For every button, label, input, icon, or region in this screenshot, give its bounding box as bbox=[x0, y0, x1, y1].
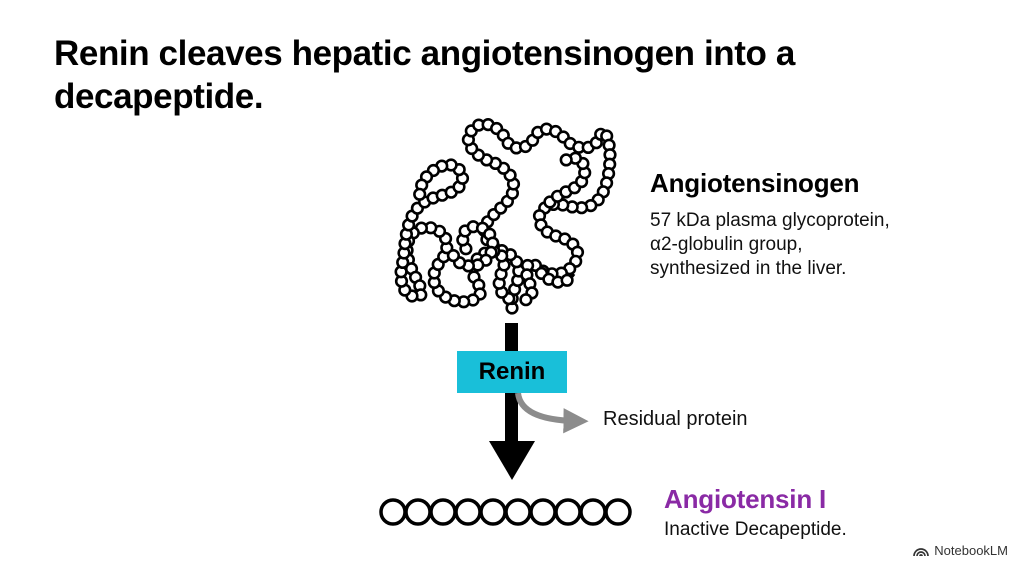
angiotensinogen-name: Angiotensinogen bbox=[650, 168, 860, 198]
notebooklm-watermark: NotebookLM bbox=[913, 543, 1008, 558]
amino-acid-residue bbox=[529, 498, 557, 526]
angiotensin-i-label-block: Angiotensin I Inactive Decapeptide. bbox=[664, 484, 964, 541]
protein-residue-bead bbox=[519, 293, 533, 307]
protein-residue-bead bbox=[413, 187, 427, 201]
amino-acid-residue bbox=[429, 498, 457, 526]
amino-acid-residue bbox=[404, 498, 432, 526]
angiotensinogen-description-line: synthesized in the liver. bbox=[650, 258, 847, 279]
amino-acid-residue bbox=[604, 498, 632, 526]
amino-acid-residue bbox=[454, 498, 482, 526]
angiotensin-i-name: Angiotensin I bbox=[664, 484, 827, 514]
protein-residue-bead bbox=[560, 273, 574, 287]
brand-label: NotebookLM bbox=[934, 543, 1008, 558]
protein-residue-bead bbox=[559, 153, 573, 167]
amino-acid-residue bbox=[579, 498, 607, 526]
renin-enzyme-label: Renin bbox=[457, 351, 567, 393]
angiotensinogen-description-line: α2-globulin group, bbox=[650, 234, 803, 255]
protein-residue-bead bbox=[446, 249, 461, 263]
residual-protein-arrow bbox=[515, 392, 589, 434]
slide-title: Renin cleaves hepatic angiotensinogen in… bbox=[54, 34, 795, 116]
amino-acid-residue bbox=[479, 498, 507, 526]
angiotensinogen-label-block: Angiotensinogen 57 kDa plasma glycoprote… bbox=[650, 168, 980, 281]
angiotensin-i-description: Inactive Decapeptide. bbox=[664, 519, 847, 540]
angiotensinogen-protein-coil bbox=[394, 117, 617, 315]
angiotensinogen-description-line: 57 kDa plasma glycoprotein, bbox=[650, 210, 890, 231]
notebooklm-logo-icon bbox=[913, 547, 930, 556]
residual-protein-label: Residual protein bbox=[603, 408, 748, 430]
amino-acid-residue bbox=[379, 498, 407, 526]
angiotensin-i-peptide-chain bbox=[379, 498, 632, 526]
amino-acid-residue bbox=[554, 498, 582, 526]
amino-acid-residue bbox=[504, 498, 532, 526]
reaction-arrow-head bbox=[489, 441, 535, 480]
angiotensinogen-description: 57 kDa plasma glycoprotein, α2-globulin … bbox=[650, 209, 980, 281]
